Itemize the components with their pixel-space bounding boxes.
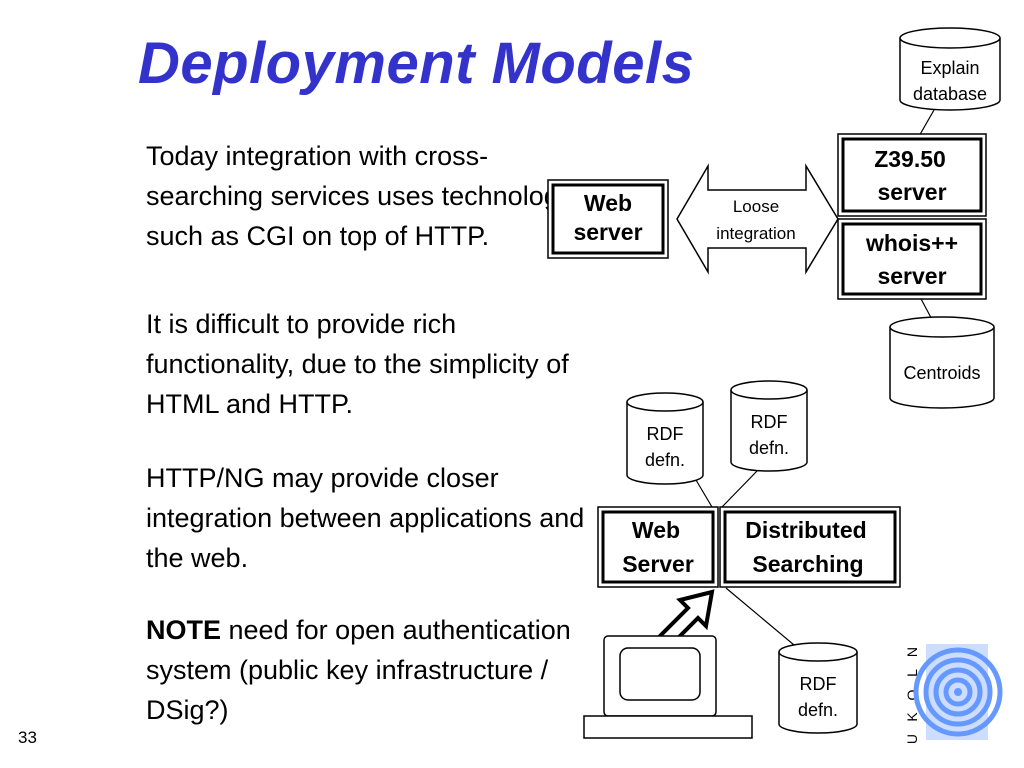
rdf-right-cylinder: RDF defn. <box>730 380 808 472</box>
loose-label: Loose <box>733 197 779 216</box>
web-server-top-label-1: Web <box>584 190 632 216</box>
rdf-right-label-2: defn. <box>749 438 789 458</box>
rdf-bottom-cylinder: RDF defn. <box>778 642 858 734</box>
web-server-bottom-box: Web Server <box>597 506 719 588</box>
web-server-bottom-label-1: Web <box>632 517 680 543</box>
explain-db-label-1: Explain <box>920 58 979 78</box>
slide-number: 33 <box>18 728 37 747</box>
logo-letter-3: O <box>904 689 920 700</box>
rdf-left-connector <box>695 479 713 508</box>
paragraph-http-ng: HTTP/NG may provide closer integration b… <box>146 463 585 573</box>
distributed-searching-box: Distributed Searching <box>719 506 901 588</box>
web-server-bottom-label-2: Server <box>622 551 694 577</box>
explain-database-cylinder: Explain database <box>899 27 1001 111</box>
distributed-label-1: Distributed <box>745 517 866 543</box>
explain-db-label-2: database <box>913 84 987 104</box>
logo-letter-1: N <box>904 647 920 657</box>
z3950-server-box: Z39.50 server <box>837 133 987 217</box>
computer-icon <box>583 635 753 739</box>
rdf-left-cylinder: RDF defn. <box>626 392 704 485</box>
ukoln-logo: N L O K U <box>904 644 1003 744</box>
rdf-right-label-1: RDF <box>751 412 788 432</box>
distributed-label-2: Searching <box>752 551 863 577</box>
logo-letter-5: U <box>904 734 920 744</box>
whois-label-1: whois++ <box>865 230 958 256</box>
z3950-label-1: Z39.50 <box>874 146 946 172</box>
paragraph-note: NOTE need for open authentication system… <box>146 610 596 730</box>
web-server-top-label-2: server <box>573 219 642 245</box>
whois-label-2: server <box>877 263 946 289</box>
rdf-left-label-1: RDF <box>647 424 684 444</box>
logo-letter-4: K <box>904 712 920 722</box>
logo-rings-icon <box>913 644 1003 740</box>
rdf-left-label-2: defn. <box>645 450 685 470</box>
centroids-label: Centroids <box>903 363 980 383</box>
paragraph-rich-functionality: It is difficult to provide rich function… <box>146 309 569 419</box>
rdf-bottom-connector <box>725 587 801 651</box>
whois-server-box: whois++ server <box>837 218 987 300</box>
rdf-bottom-label-1: RDF <box>800 674 837 694</box>
paragraph-cgi: Today integration with cross-searching s… <box>146 141 594 251</box>
logo-letter-2: L <box>904 669 920 677</box>
rdf-bottom-label-2: defn. <box>798 700 838 720</box>
note-label: NOTE <box>146 615 222 645</box>
web-server-top-box: Web server <box>547 179 669 259</box>
note-text: need for open authentication system (pub… <box>146 615 571 725</box>
integration-label: integration <box>716 224 795 243</box>
loose-integration-arrow: Loose integration <box>676 163 839 275</box>
z3950-label-2: server <box>877 179 946 205</box>
centroids-cylinder: Centroids <box>889 316 995 409</box>
page-title: Deployment Models <box>138 31 695 96</box>
rdf-right-connector <box>721 469 759 508</box>
